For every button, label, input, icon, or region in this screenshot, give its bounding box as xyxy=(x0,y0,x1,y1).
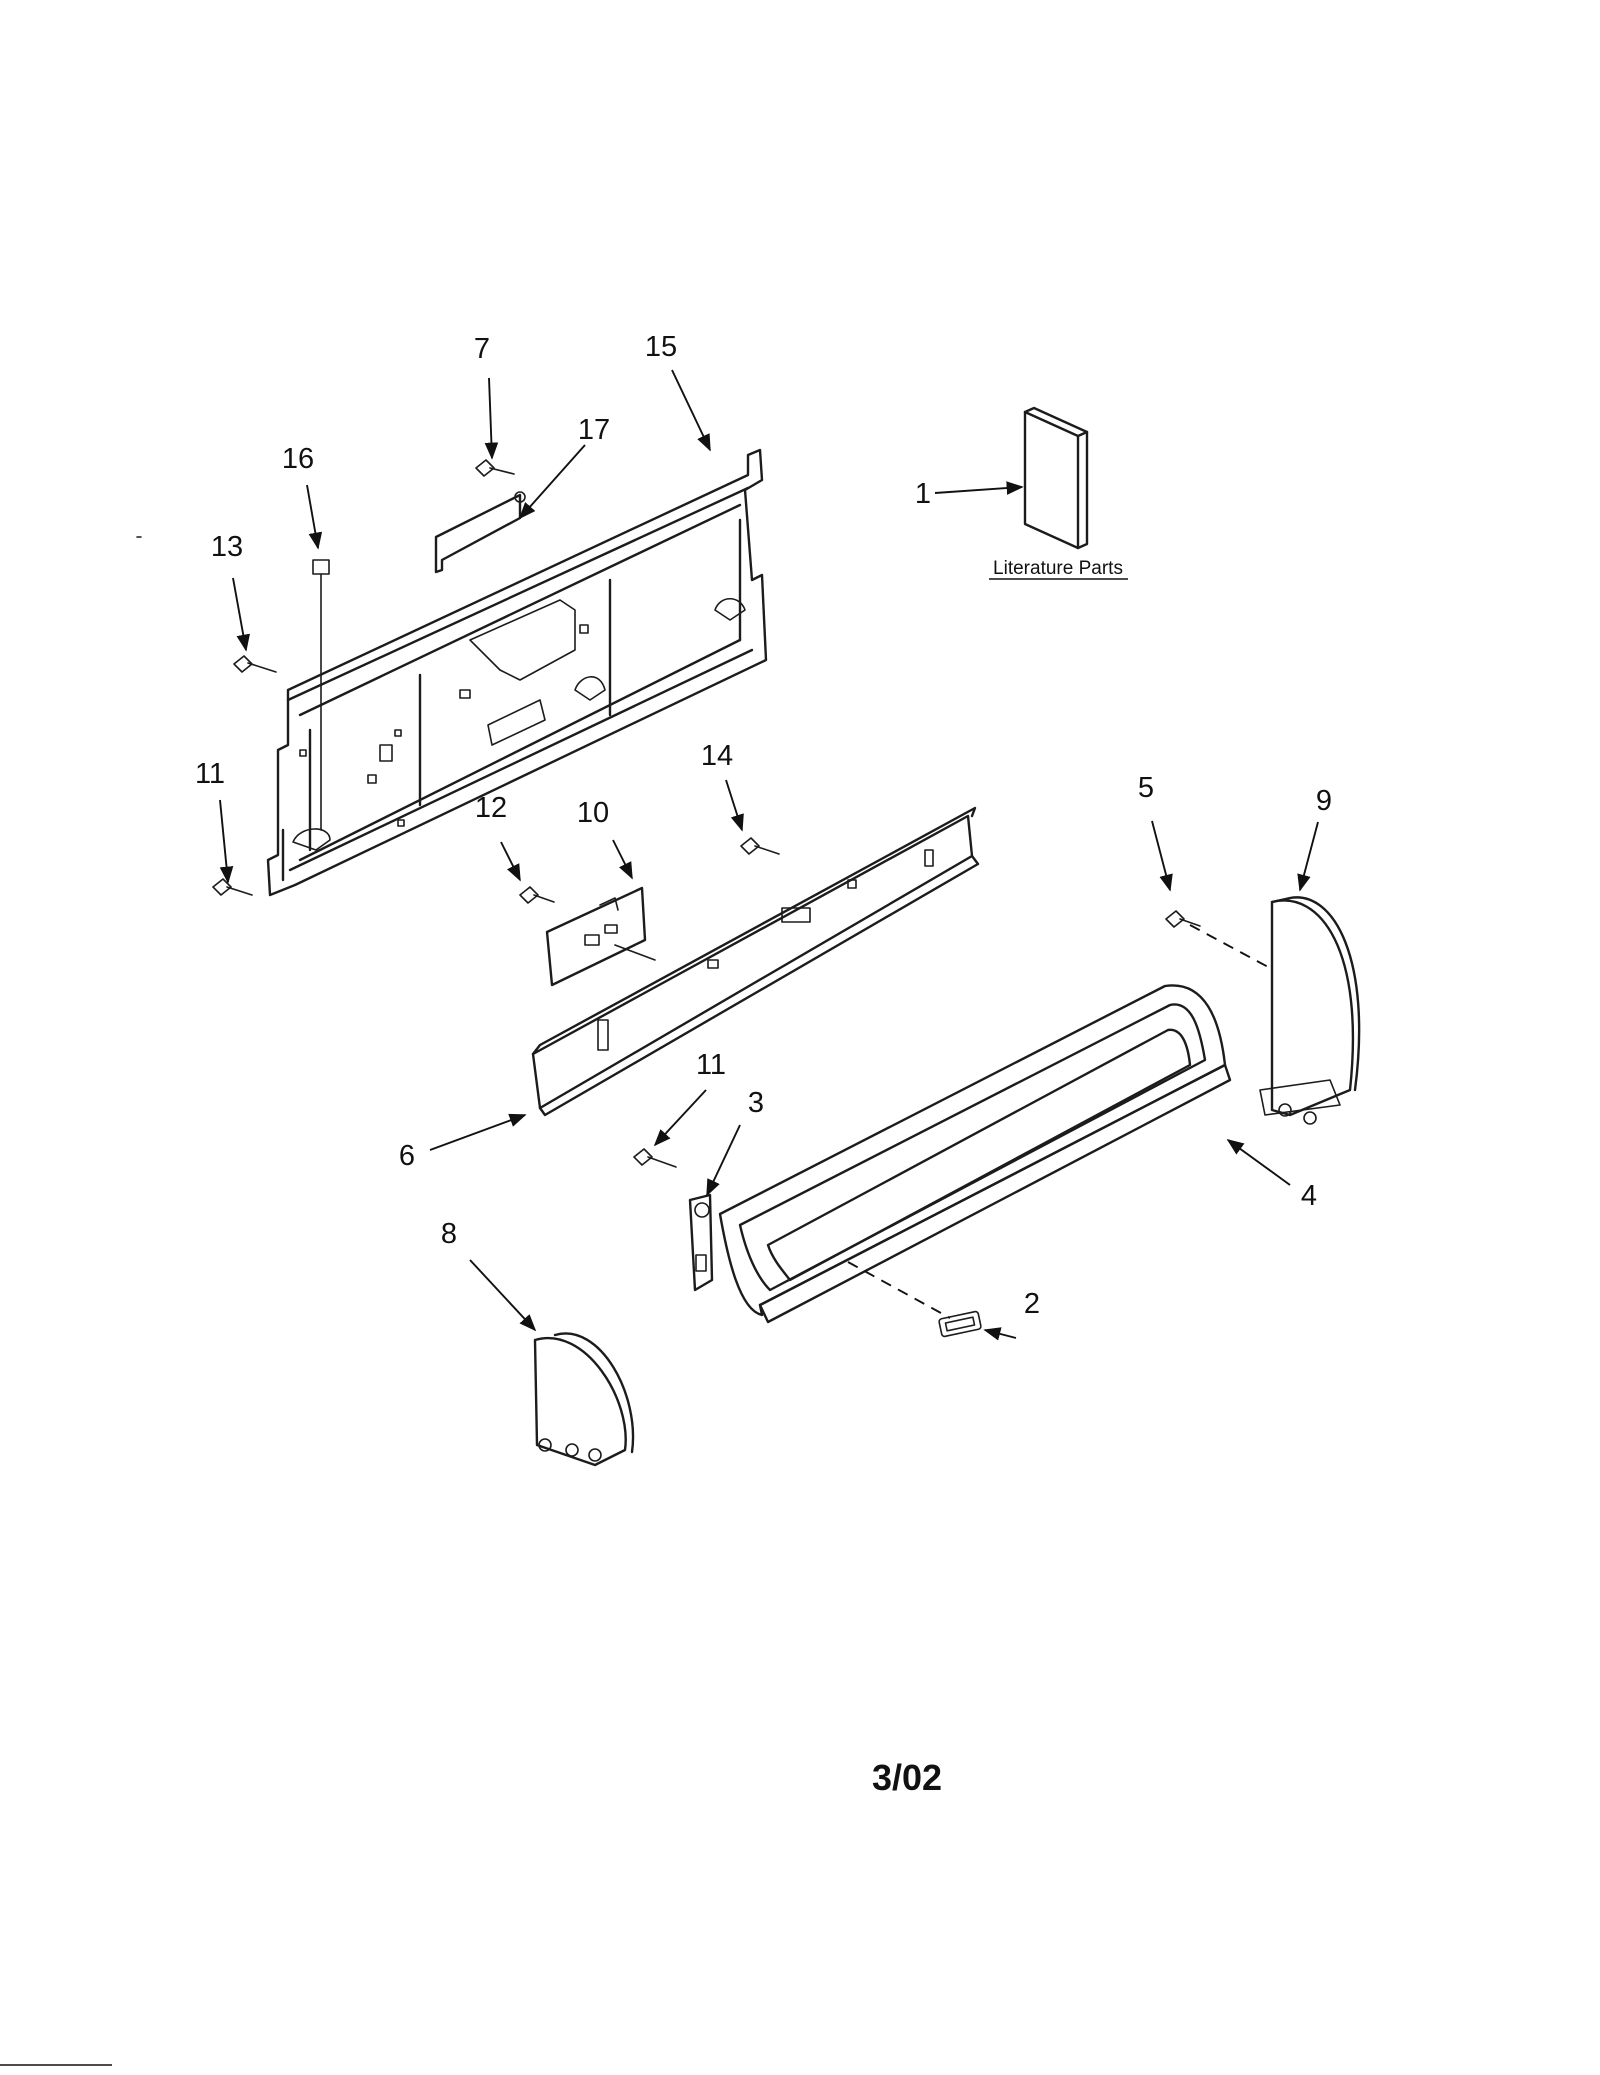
callout-7: 7 xyxy=(474,333,490,365)
panel-hole xyxy=(299,749,307,757)
callout-8: 8 xyxy=(441,1218,457,1250)
hinge-bracket-part xyxy=(688,1193,714,1292)
mounting-plate-part xyxy=(545,886,656,987)
callout-13: 13 xyxy=(211,531,243,563)
screw-11-top xyxy=(212,878,253,896)
badge-part xyxy=(938,1310,982,1338)
screw-13 xyxy=(233,655,277,673)
control-console-part xyxy=(718,984,1232,1338)
right-end-cap-part xyxy=(1259,896,1361,1125)
callout-12: 12 xyxy=(475,792,507,824)
callout-9: 9 xyxy=(1316,785,1332,817)
screw-11-bottom xyxy=(633,1148,677,1168)
callout-6: 6 xyxy=(399,1140,415,1172)
panel-hole xyxy=(379,744,393,762)
literature-parts-caption: Literature Parts xyxy=(993,558,1123,579)
long-bracket-part xyxy=(531,806,980,1117)
callout-14: 14 xyxy=(701,740,733,772)
left-end-cap-part xyxy=(533,1332,635,1467)
rear-panel-part xyxy=(266,448,768,897)
callout-17: 17 xyxy=(578,414,610,446)
panel-hole xyxy=(459,689,471,699)
callout-3: 3 xyxy=(748,1087,764,1119)
callout-11-top: 11 xyxy=(195,758,225,790)
callout-16: 16 xyxy=(282,443,314,475)
small-plate-part xyxy=(434,491,526,574)
callout-1: 1 xyxy=(915,478,931,510)
screw-5 xyxy=(1165,910,1201,928)
screw-14 xyxy=(740,837,780,855)
date-code: 3/02 xyxy=(872,1757,942,1798)
literature-booklet-part xyxy=(1023,406,1089,550)
callout-labels: 1 2 3 4 5 6 7 8 9 10 11 11 12 13 14 15 1… xyxy=(195,331,1332,1320)
callout-15: 15 xyxy=(645,331,677,363)
callout-4: 4 xyxy=(1301,1180,1317,1212)
callout-10: 10 xyxy=(577,797,609,829)
panel-hole xyxy=(367,774,377,784)
screw-7 xyxy=(475,459,515,477)
panel-hole xyxy=(397,819,405,827)
callout-5: 5 xyxy=(1138,772,1154,804)
screw-12 xyxy=(519,886,555,904)
leader-arrows xyxy=(219,369,1319,1341)
ground-screw-part xyxy=(312,559,330,831)
panel-hole xyxy=(394,729,402,737)
panel-hole xyxy=(579,624,589,634)
callout-11-bottom: 11 xyxy=(696,1049,726,1081)
callout-2: 2 xyxy=(1024,1288,1040,1320)
